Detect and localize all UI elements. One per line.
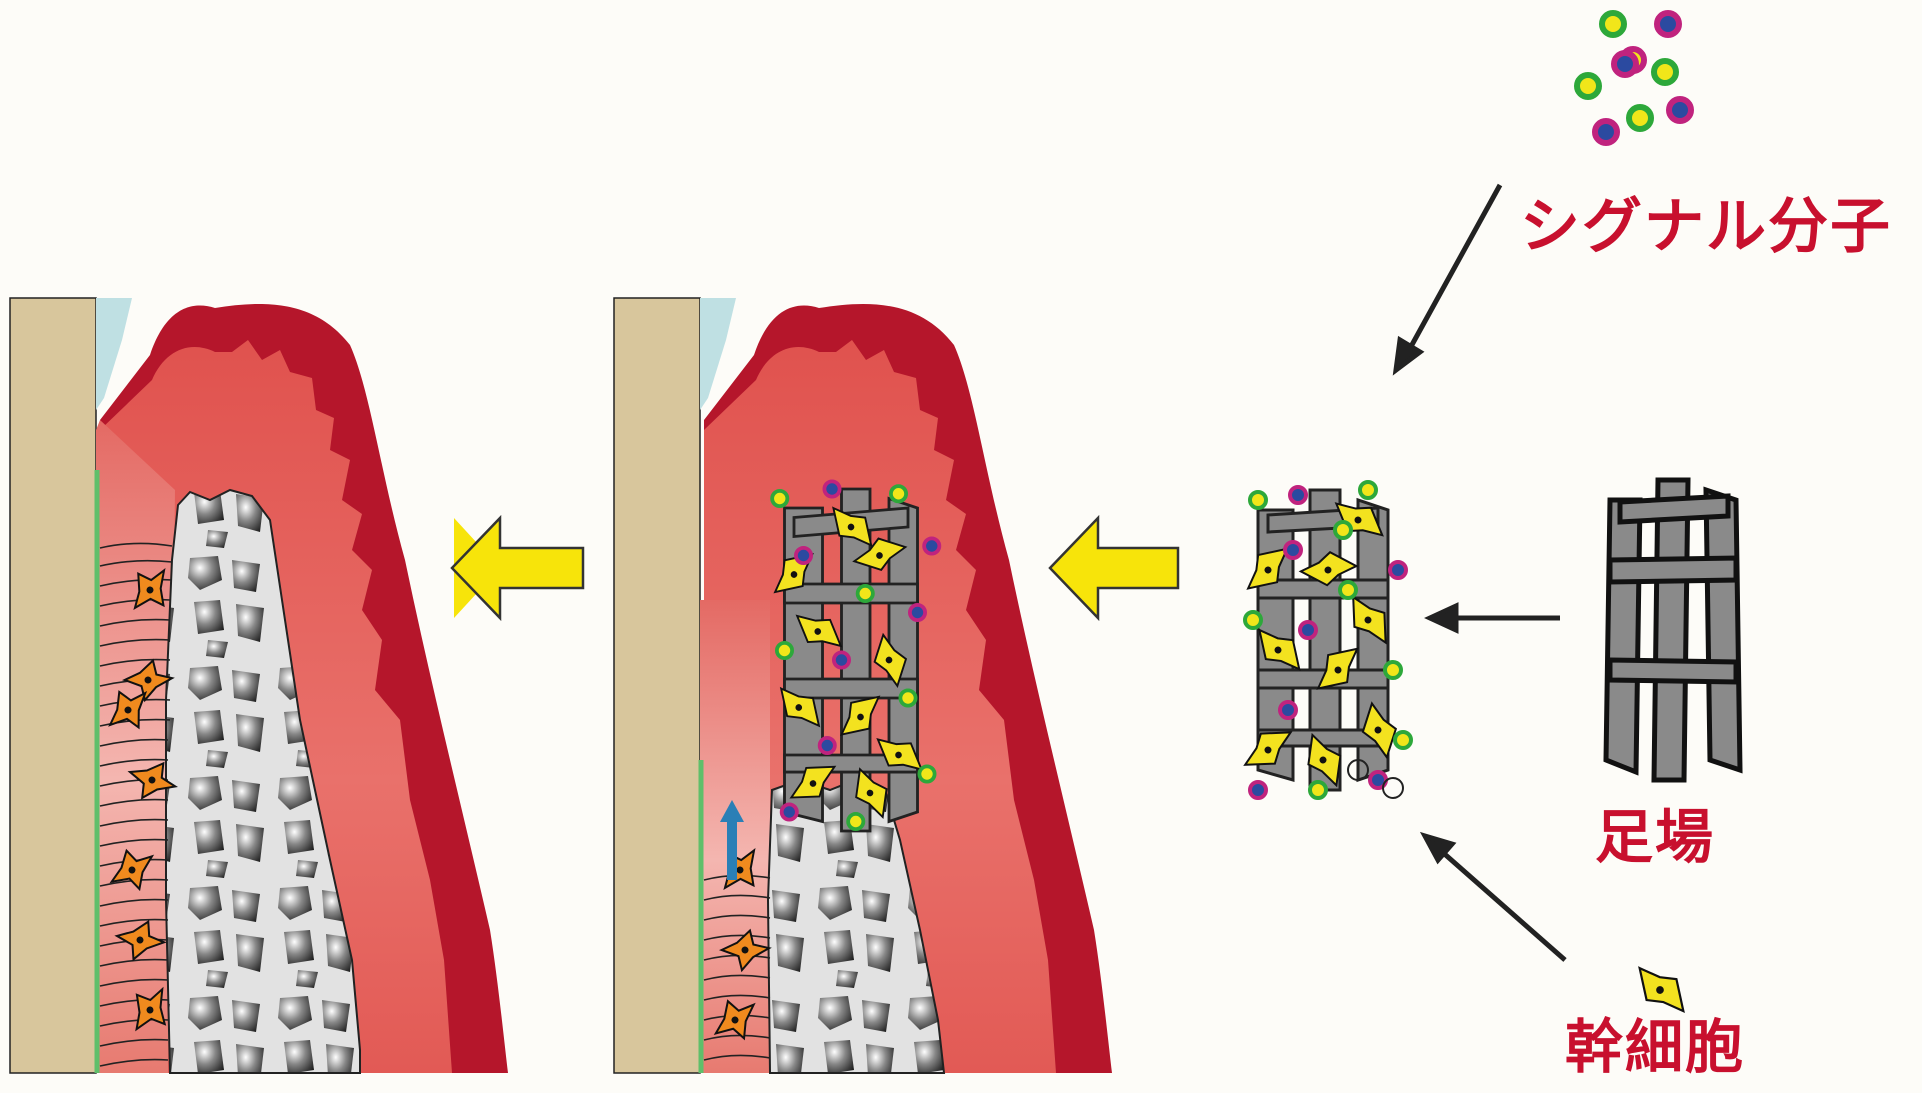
signal-molecules-icon [1577,13,1691,143]
flow-arrows [1396,185,1565,960]
implanted-scaffold [768,481,939,831]
scaffold-with-cells-construct [1239,482,1411,798]
scaffold-lattice-icon [1606,480,1740,780]
signal-molecules-label: シグナル分子 [1520,178,1892,265]
stem-cells-label: 幹細胞 [1565,1000,1745,1084]
flow-arrow-stem-cell [1425,836,1565,960]
process-arrow-1 [452,518,583,618]
tooth-root [10,298,96,1073]
scaffold-label: 足場 [1595,790,1715,874]
process-arrow-2 [1050,518,1178,618]
flow-arrow-scaffold [1430,606,1560,630]
tooth-root [614,298,700,1073]
panel-healing [614,298,1112,1073]
flow-arrow-signal [1396,185,1500,370]
panel-regenerated [10,298,508,1073]
periodontal-ligament [96,420,175,1073]
